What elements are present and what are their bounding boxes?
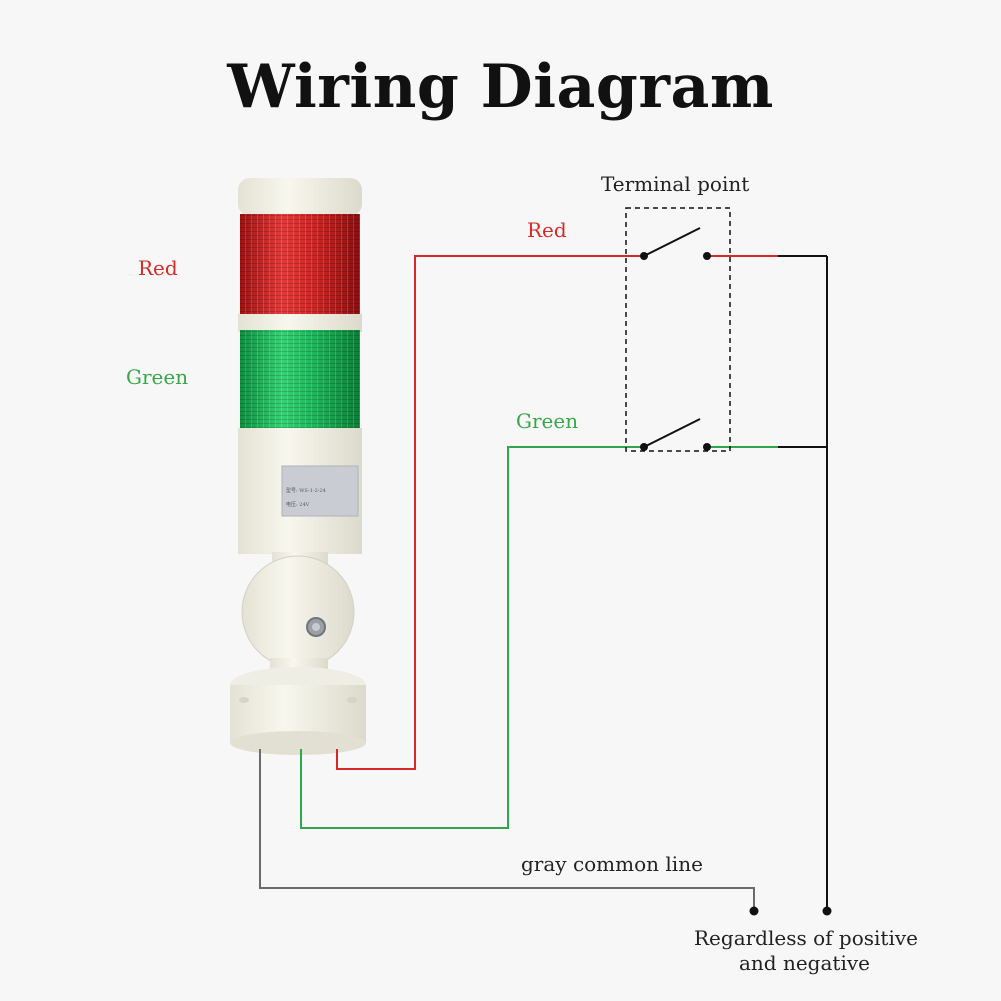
tower-top-cap — [238, 178, 362, 216]
green-switch-contact-right — [703, 443, 711, 451]
sticker-line1: 型号: WS-1-2-24 — [286, 487, 326, 494]
gray-common-wire — [259, 749, 755, 911]
green-wire-label: Green — [516, 409, 579, 433]
terminal-point-label: Terminal point — [601, 172, 750, 196]
polarity-note-line2: and negative — [739, 951, 870, 975]
rotating-joint — [241, 555, 355, 669]
polarity-note-line1: Regardless of positive — [694, 926, 918, 950]
green-switch-contact-left — [640, 443, 648, 451]
red-switch-contact-right — [703, 252, 711, 260]
green-wire — [300, 446, 644, 829]
spec-sticker: 型号: WS-1-2-24 电压: 24V — [281, 465, 359, 517]
sticker-line2: 电压: 24V — [286, 501, 310, 508]
red-wire — [336, 255, 644, 770]
mounting-base — [230, 667, 366, 755]
green-switch — [640, 418, 711, 451]
tower-red-label: Red — [138, 256, 178, 280]
tower-green-label: Green — [126, 365, 189, 389]
terminal-point-box — [625, 207, 731, 452]
red-switch — [640, 227, 711, 260]
red-wire-label: Red — [527, 218, 567, 242]
gray-common-line-label: gray common line — [521, 852, 703, 876]
green-lamp — [240, 330, 360, 430]
lamp-separator — [238, 314, 362, 332]
signal-tower: 型号: WS-1-2-24 电压: 24V — [230, 178, 366, 755]
common-terminal-dot — [749, 906, 759, 916]
red-switch-contact-left — [640, 252, 648, 260]
supply-terminal-dot — [822, 906, 832, 916]
red-lamp — [240, 214, 360, 314]
page-title: Wiring Diagram — [227, 52, 774, 122]
